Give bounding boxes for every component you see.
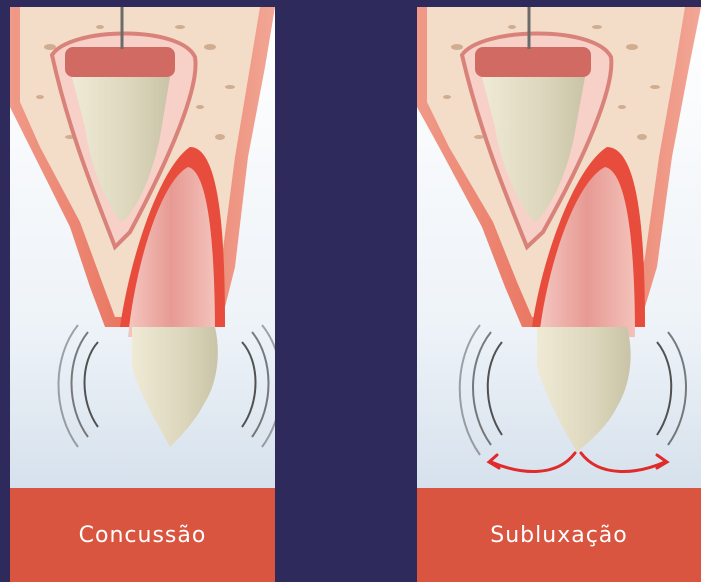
label-band: Concussão	[10, 488, 275, 582]
panel-label: Concussão	[79, 523, 207, 548]
adjacent-crown-cap	[475, 47, 591, 77]
concussion-panel: Concussão	[10, 7, 275, 582]
adjacent-crown-cap	[65, 47, 175, 77]
panel-label: Subluxação	[490, 523, 627, 548]
label-band: Subluxação	[417, 488, 701, 582]
subluxation-panel: Subluxação	[417, 7, 701, 582]
